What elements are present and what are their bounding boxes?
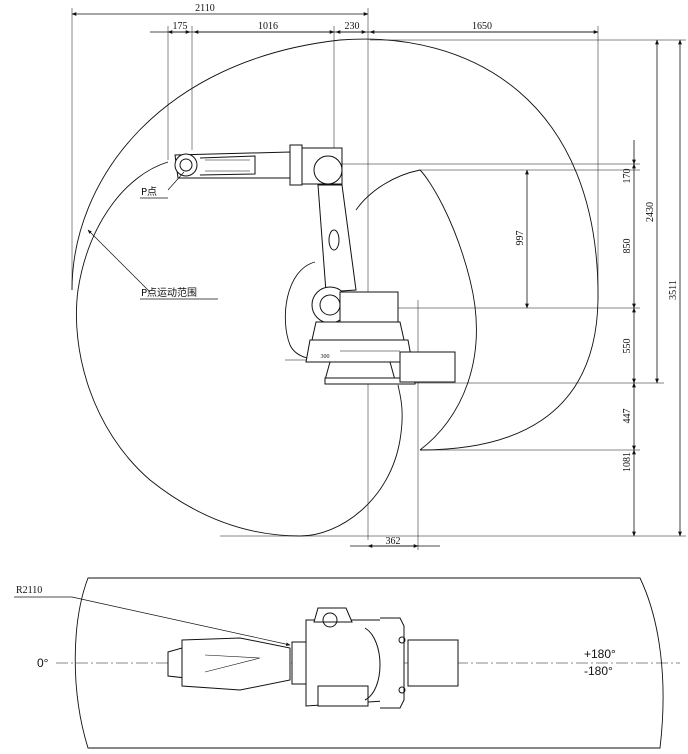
dim-1650: 1650 (472, 21, 492, 32)
dim-2430: 2430 (645, 202, 656, 222)
side-view-labels: 2110 175 1016 230 1650 170 850 550 447 1… (141, 3, 679, 547)
dim-230: 230 (345, 21, 360, 32)
radius-leader (71, 596, 291, 646)
dim-total-width: 2110 (195, 3, 215, 14)
angle-zero-label: 0° (37, 656, 49, 670)
right-dimension-lines (220, 39, 686, 537)
p-range-label: P点运动范围 (141, 286, 197, 299)
angle-plus-label: +180° (584, 647, 616, 661)
dim-1081: 1081 (622, 452, 633, 472)
dim-1016: 1016 (258, 21, 278, 32)
top-view (14, 577, 680, 749)
p-range-leader (87, 229, 151, 293)
bottom-dimension-line (350, 300, 440, 550)
top-view-envelope (74, 577, 664, 749)
top-dimension-lines (71, 8, 599, 540)
top-view-labels: R2110 0° +180° -180° (16, 585, 616, 678)
dim-175: 175 (173, 21, 188, 32)
robot-arm-top (167, 607, 459, 709)
angle-minus-label: -180° (584, 664, 613, 678)
dim-300: 300 (321, 354, 330, 360)
side-view (71, 8, 686, 550)
dim-997: 997 (515, 231, 526, 246)
p-point-label: P点 (141, 186, 157, 198)
p-point-leader (167, 171, 185, 191)
dim-447: 447 (622, 409, 633, 424)
dim-170: 170 (622, 169, 633, 184)
radius-label: R2110 (16, 585, 42, 596)
robot-arm-side (174, 144, 456, 385)
dim-3511: 3511 (668, 280, 679, 300)
dim-850: 850 (622, 239, 633, 254)
dim-362: 362 (386, 536, 401, 547)
dim-550: 550 (622, 339, 633, 354)
